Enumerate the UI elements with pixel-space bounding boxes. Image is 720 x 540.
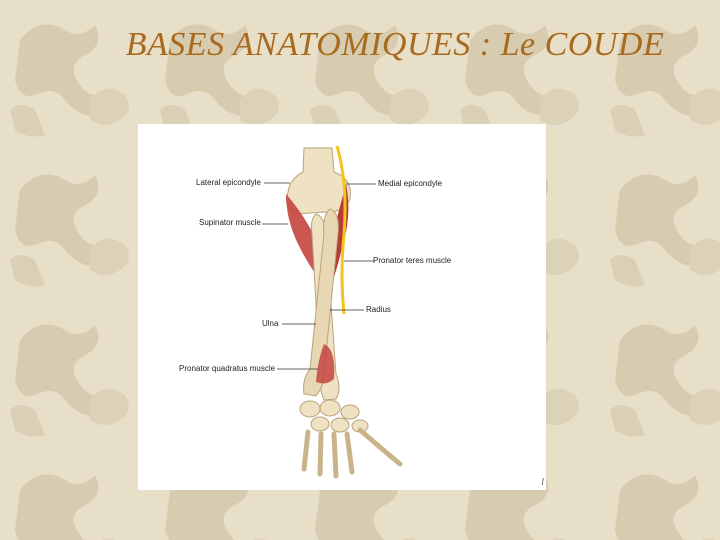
label-radius: Radius	[366, 305, 391, 314]
hand-bones	[301, 427, 403, 479]
median-nerve	[335, 145, 347, 315]
anatomy-figure: Lateral epicondyle Medial epicondyle Sup…	[138, 124, 546, 490]
pronator-quadratus-muscle	[316, 344, 335, 384]
humerus-bone	[286, 147, 351, 215]
label-pronator-quadratus-muscle: Pronator quadratus muscle	[179, 364, 276, 373]
label-lateral-epicondyle: Lateral epicondyle	[196, 178, 261, 187]
label-pronator-teres-muscle: Pronator teres muscle	[373, 256, 452, 265]
leader-lines	[262, 182, 376, 370]
label-ulna: Ulna	[262, 319, 279, 328]
label-supinator-muscle: Supinator muscle	[199, 218, 261, 227]
label-medial-epicondyle: Medial epicondyle	[378, 179, 443, 188]
figure-credit: l	[541, 477, 544, 488]
forearm-illustration	[262, 145, 403, 479]
ulna-bone	[303, 208, 339, 397]
wrist-bones	[299, 399, 369, 433]
slide-title: BASES ANATOMIQUES : Le COUDE	[125, 26, 665, 63]
